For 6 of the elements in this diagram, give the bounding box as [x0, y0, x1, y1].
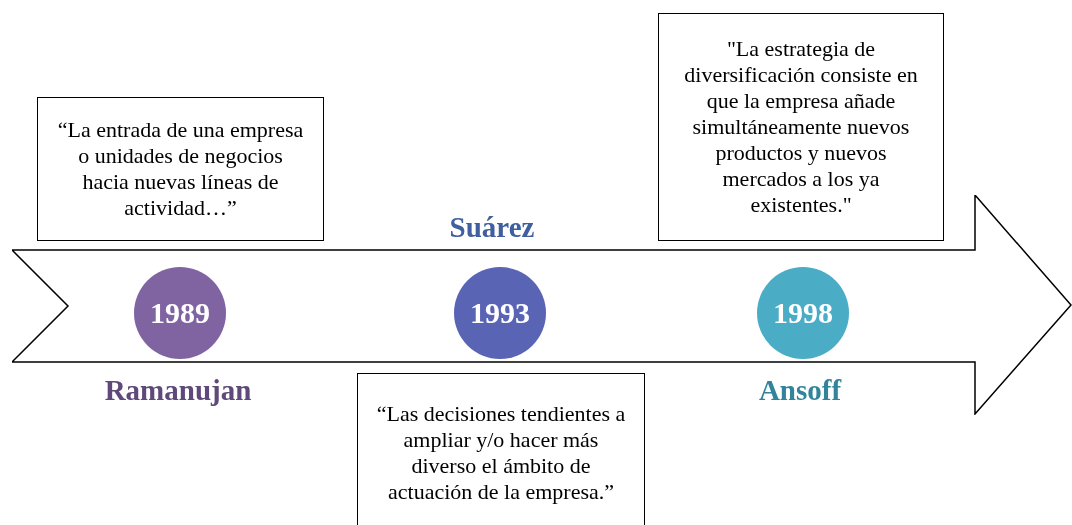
- quote-box: “Las decisiones tendientes a ampliar y/o hacer más diverso el ámbito de actuación de la empresa.”: [357, 373, 645, 525]
- author-name: Ramanujan: [104, 374, 252, 407]
- quote-box: "La estrategia de diversificación consiste en que la empresa añade simultáneamente nuevos productos y nuevos mercados a los ya existentes.": [658, 13, 944, 241]
- author-name: Suárez: [449, 211, 535, 244]
- author-name: Ansoff: [758, 374, 842, 407]
- quote-box: “La entrada de una empresa o unidades de negocios hacia nuevas líneas de actividad…”: [37, 97, 324, 241]
